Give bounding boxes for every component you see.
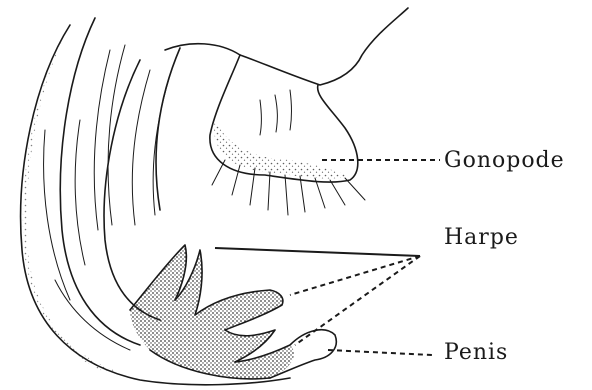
harpe-leader-top <box>215 248 420 256</box>
harpe-label: Harpe <box>444 225 519 250</box>
harpe-leader-a <box>290 256 420 295</box>
leader-lines <box>215 160 440 355</box>
harpe-structure <box>130 245 336 379</box>
harpe-leader-b <box>295 256 420 345</box>
penis-label: Penis <box>444 340 508 365</box>
penis-leader <box>328 350 432 355</box>
gonopode-label: Gonopode <box>444 148 565 173</box>
gonopode-lobe <box>210 8 408 215</box>
